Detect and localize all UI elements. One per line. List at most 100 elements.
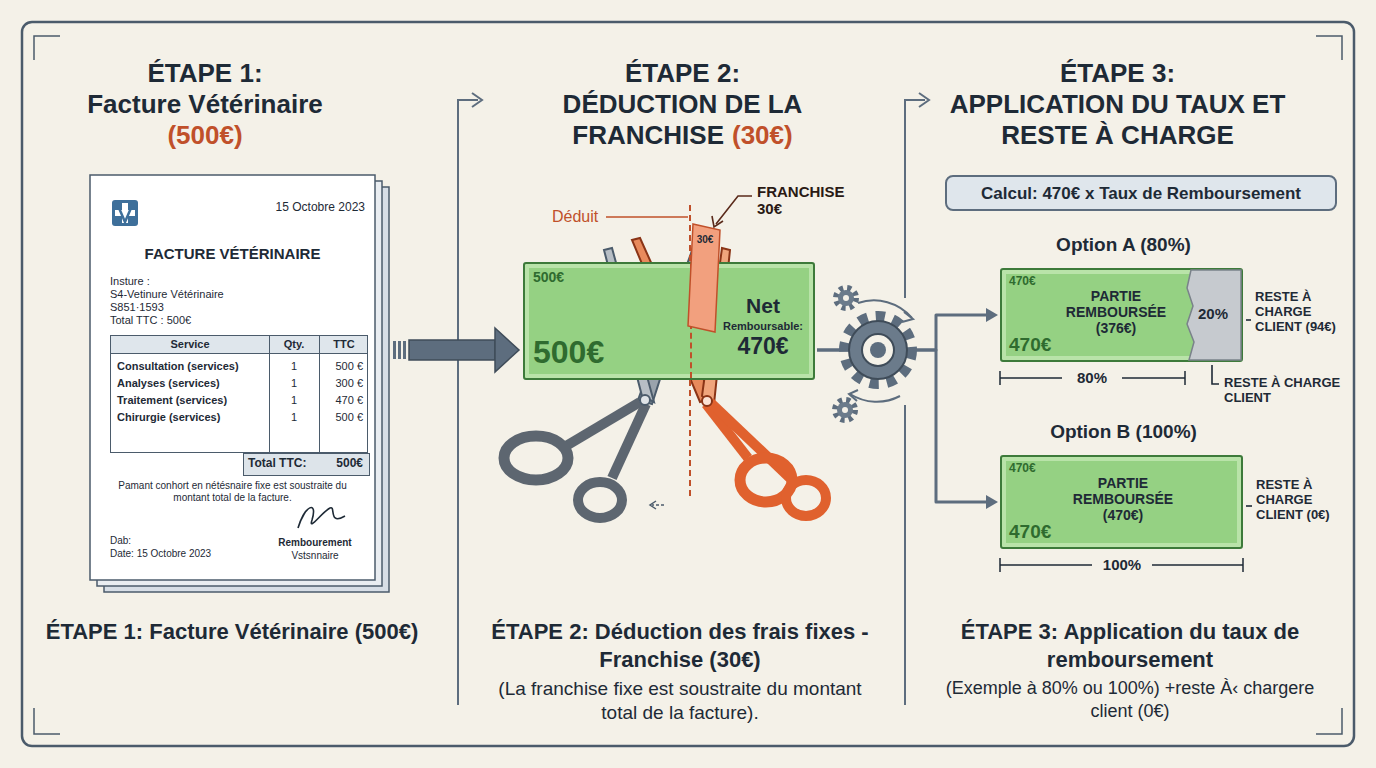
node-text: 470€ [717,333,809,359]
node-text: Rembourement [265,537,365,549]
node-text: 1 [269,411,319,424]
rotation-arrow [849,300,913,401]
table-rule [319,336,320,452]
callout-label: FRANCHISE 30€ [757,183,857,218]
table-rule [269,336,270,452]
small-arrow [650,501,664,509]
node-text: 1 [269,377,319,390]
node-text: Insture : [110,275,150,288]
node-text: Qty. [269,338,319,351]
banknote: 500€500€NetRemboursable:470€30€ [523,262,815,380]
node-text: 500€ [533,269,564,285]
callout-label: 100% [1092,556,1152,574]
node-text: Date: 15 Octobre 2023 [110,548,211,560]
node-text: Option A (80%) [982,234,1265,256]
label-group: RESTE À CHARGE CLIENT [1224,376,1344,406]
node-text: 470€ [1009,462,1036,476]
label-group: 100% [1092,556,1152,574]
option-bar: Option B (100%)470€470€PARTIE REMBOURSÉE… [1000,455,1243,549]
node-text: 470 € [319,394,363,407]
caption-text: (La franchise fixe est soustraite du mon… [480,677,880,725]
label-group: ÉTAPE 1: Facture Vétérinaire (500€) [32,618,432,646]
callout-label: RESTE À CHARGE CLIENT [1224,376,1344,406]
node-text: Consultation (services) [117,360,239,373]
node-text: 30€ [690,234,720,246]
node-text: Chirurgie (services) [117,411,220,424]
node-text: Total TTC: [248,457,306,471]
node-text: 1 [269,360,319,373]
label-group: ÉTAPE 3:APPLICATION DU TAUX ET RESTE À C… [945,58,1290,152]
node-text: 20% [1185,305,1241,322]
cut-line [689,205,691,500]
label-group: Déduit [552,207,598,226]
gear-small [835,288,856,420]
callout-label: RESTE À CHARGE CLIENT (94€) [1255,290,1337,335]
step-heading: APPLICATION DU TAUX ET RESTE À CHARGE [945,89,1290,151]
callout-label: Déduit [552,207,598,226]
gear-big [845,317,911,383]
caption-text: (Exemple à 80% ou 100%) +reste À‹ charge… [930,677,1330,722]
table-header-band [111,336,367,354]
node-text: Dab: [110,535,131,547]
label-group: RESTE À CHARGE CLIENT (0€) [1256,478,1338,523]
label-group: ÉTAPE 2: Déduction des frais fixes - Fra… [480,618,880,725]
step-heading: (500€) [55,120,355,151]
caption-text: ÉTAPE 1: Facture Vétérinaire (500€) [32,618,432,646]
node-text: Service [111,338,269,351]
node-text: 1 [269,394,319,407]
callout-label: RESTE À CHARGE CLIENT (0€) [1256,478,1338,523]
frame [22,22,1354,746]
caption-text: ÉTAPE 3: Application du taux de rembours… [930,618,1330,673]
node-text: S851·1593 [110,301,164,314]
column-divider [458,93,929,705]
node-text: 300 € [319,377,363,390]
block-arrow [393,328,519,372]
node-text: Calcul: 470€ x Taux de Remboursement [947,184,1335,204]
label-group: ÉTAPE 2:DÉDUCTION DE LA FRANCHISE(30€) [515,58,850,152]
node-text: Traitement (services) [117,394,227,407]
node-text: Pamant conhort en nétésnaire fixe est so… [110,480,355,503]
node-text: 500 € [319,411,363,424]
node-text: Vstsnnaire [265,550,365,562]
caption-text: ÉTAPE 2: Déduction des frais fixes - Fra… [480,618,880,673]
label-group: FRANCHISE 30€ [757,183,857,218]
node-text: 500€ [319,457,363,471]
signature [298,508,345,528]
label-group: ÉTAPE 3: Application du taux de rembours… [930,618,1330,722]
node-text: 500 € [319,360,363,373]
label-group: RESTE À CHARGE CLIENT (94€) [1255,290,1337,335]
node-text: 470€ [1009,334,1051,356]
invoice-paper: 15 Octobre 2023FACTURE VÉTÉRINAIRE Instur… [90,175,375,580]
node-text: 500€ [533,334,604,371]
step-heading: ÉTAPE 1: [55,58,355,89]
node-text: TTC [319,338,369,351]
calc-box: Calcul: 470€ x Taux de Remboursement [945,175,1337,211]
option-bar: Option A (80%)470€470€PARTIE REMBOURSÉE … [1000,268,1243,362]
franchise-strip: 30€ [688,224,720,332]
node-text: S4-Vetinure Vétérinaire [110,288,224,301]
step-heading: ÉTAPE 2: [515,58,850,89]
clinic-logo [112,200,138,226]
node-text: Remboursable: [717,320,809,333]
dimension-line [1000,371,1243,572]
node-text: 470€ [1009,521,1051,543]
node-text: Total TTC : 500€ [110,314,191,327]
node-text: Net [717,294,809,318]
invoice-table: ServiceQty.TTCConsultation (services)150… [110,335,368,453]
label-group: ÉTAPE 1:Facture Vétérinaire(500€) [55,58,355,152]
node-text: Analyses (services) [117,377,220,390]
step-heading: (30€) [732,120,793,150]
node-text: 15 Octobre 2023 [255,201,365,215]
step-heading: ÉTAPE 3: [945,58,1290,89]
stacked-papers [90,175,389,592]
client-share: 20% [1185,270,1241,360]
node-text: PARTIE REMBOURSÉE (376€) [1050,288,1182,336]
node-text: PARTIE REMBOURSÉE (470€) [1057,475,1189,523]
callout-label: 80% [1062,369,1122,387]
node-text: Option B (100%) [982,421,1265,443]
label-group: 80% [1062,369,1122,387]
step-heading: Facture Vétérinaire [55,89,355,120]
node-text: FACTURE VÉTÉRINAIRE [90,245,375,262]
